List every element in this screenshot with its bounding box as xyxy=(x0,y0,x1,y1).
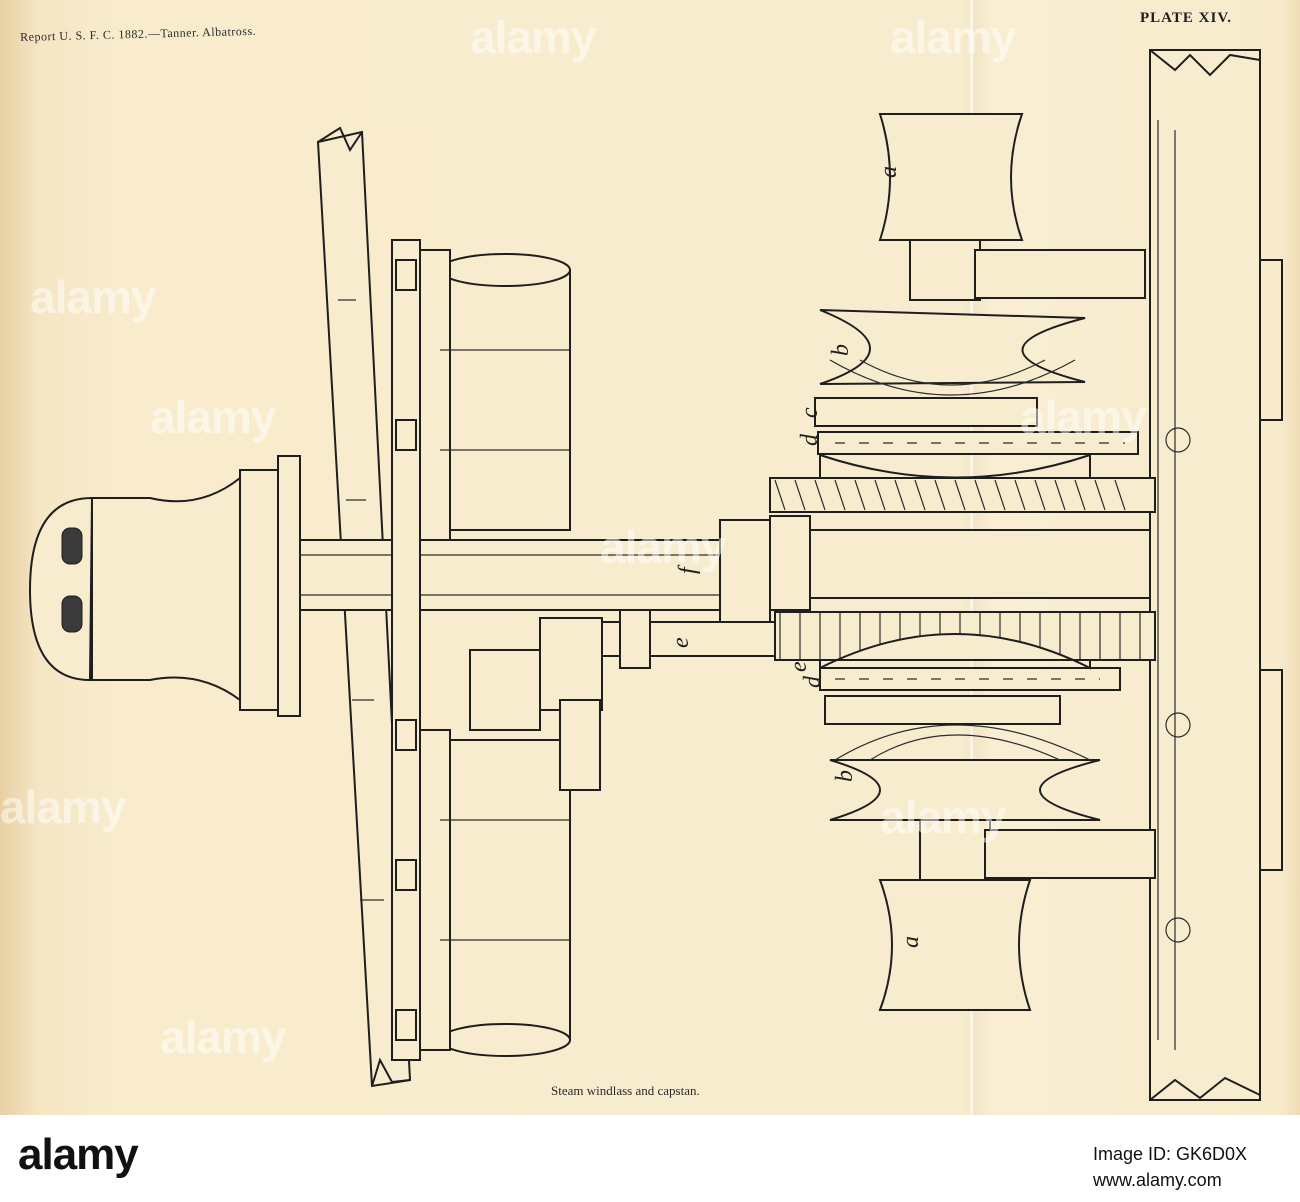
capstan-head xyxy=(28,455,301,717)
warping-head-lower xyxy=(878,819,1156,1011)
watermark: alamy xyxy=(1020,391,1146,443)
watermark: alamy xyxy=(880,791,1006,843)
part-label-a-upper: a xyxy=(876,166,902,178)
part-label-c-upper: c xyxy=(797,407,823,418)
plate-number: PLATE XIV. xyxy=(1140,10,1232,26)
part-label-a-lower: a xyxy=(898,936,924,948)
steam-cylinder-lower xyxy=(419,729,571,1057)
part-label-d-upper: d xyxy=(797,433,823,446)
bulkhead xyxy=(1149,49,1283,1101)
bevel-gear xyxy=(769,477,1156,611)
part-label-f: f xyxy=(675,564,701,574)
watermark: alamy xyxy=(600,521,726,573)
part-labels: a b c d f e e d b a xyxy=(668,166,924,948)
frame-brackets xyxy=(391,239,421,1061)
footer-band xyxy=(0,1115,1300,1202)
windlass-drawing xyxy=(28,49,1283,1101)
steam-cylinder-upper xyxy=(419,249,571,541)
pinion-shaft xyxy=(599,609,776,669)
watermark: alamy xyxy=(890,11,1016,63)
part-label-e-lower: e xyxy=(786,661,812,672)
drum-hub xyxy=(819,453,1091,670)
brake-bands-upper xyxy=(814,397,1139,455)
warping-head-upper xyxy=(878,113,1146,301)
watermark: alamy xyxy=(160,1011,286,1063)
watermark: alamy xyxy=(30,271,156,323)
wildcat-upper xyxy=(819,309,1086,396)
watermark: alamy xyxy=(150,391,276,443)
figure-caption: Steam windlass and capstan. xyxy=(551,1083,700,1098)
part-label-e: e xyxy=(668,637,694,648)
part-label-d-lower: d xyxy=(800,675,826,688)
part-label-b-upper: b xyxy=(828,344,854,356)
watermark: alamy xyxy=(470,11,596,63)
watermark: alamy xyxy=(0,781,126,833)
brand-logo: alamy xyxy=(18,1130,139,1179)
part-label-b-lower: b xyxy=(832,770,858,782)
valve-chest xyxy=(469,617,603,791)
vertical-shaft xyxy=(299,519,771,631)
brake-bands-lower xyxy=(819,667,1121,725)
wildcat-lower xyxy=(829,724,1101,821)
footer-url: www.alamy.com xyxy=(1093,1170,1222,1190)
image-id: Image ID: GK6D0X xyxy=(1093,1144,1248,1164)
